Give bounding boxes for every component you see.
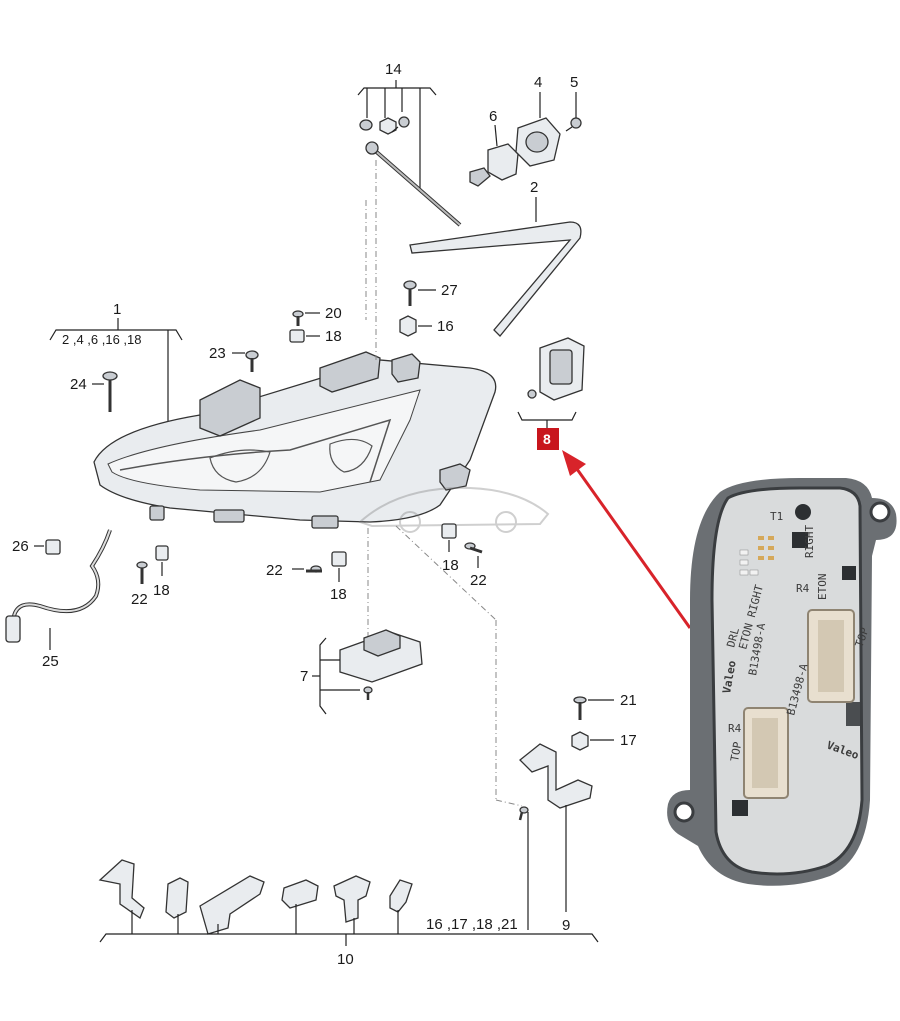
part-18-clip-right: 18 [441,523,459,574]
callout-1-group: 1 2 ,4 ,6 ,16 ,18 [49,301,183,425]
board-text-r4-a: R4 [796,582,810,595]
part-16-nut: 16 [399,315,454,337]
part-22-screw-center: 22 [266,562,322,579]
led-module-photo: T1 RIGHT DRL ETON RIGHT R4 ETON TOP B134… [667,478,897,886]
part-18-clip-top: 18 [289,328,342,345]
callout-20: 20 [325,305,342,322]
callout-16: 16 [437,318,454,335]
part-7-control-module: 7 [300,629,423,715]
board-text-t1: T1 [770,510,783,523]
callout-23: 23 [209,345,226,362]
part-6-actuator: 6 [469,108,519,187]
part-2-trim-strip: 2 [409,179,582,337]
reference-lines [365,160,523,807]
callout-4: 4 [534,74,542,91]
part-9-bracket: 9 [519,743,593,934]
part-5-screw: 5 [565,74,582,132]
callout-24: 24 [70,376,87,393]
callout-2: 2 [530,179,538,196]
callout-17: 17 [620,732,637,749]
callout-18-center: 18 [330,586,347,603]
red-arrow [562,450,692,629]
callout-10-group: 10 16 ,17 ,18 ,21 [99,904,599,968]
board-text-top-b: TOP [728,740,744,762]
callout-21: 21 [620,692,637,709]
callout-22-right: 22 [470,572,487,589]
part-22-screw-right: 22 [464,542,487,589]
callout-22-center: 22 [266,562,283,579]
small-screw-near-9 [518,806,529,930]
part-18-clip-center: 18 [330,551,347,603]
part-26-clip: 26 [12,538,61,555]
fastener-set-14 [359,116,410,135]
callout-18-top: 18 [325,328,342,345]
watermark-logo [358,486,550,533]
part-24-bolt: 24 [70,371,118,412]
callout-14: 14 [385,61,402,78]
callout-22-left: 22 [131,591,148,608]
callout-25: 25 [42,653,59,670]
callout-16-17-18-21: 16 ,17 ,18 ,21 [426,916,518,933]
callout-8-highlight: 8 [537,428,559,450]
callout-27: 27 [441,282,458,299]
callout-7: 7 [300,668,308,685]
callout-26: 26 [12,538,29,555]
board-text-drl: DRL [724,626,742,649]
part-25-sensor-cable: 25 [5,529,112,670]
callout-18-right: 18 [442,557,459,574]
board-text-right: RIGHT [803,525,816,558]
part-1-headlight-housing [93,351,497,529]
board-text-valeo-a: Valeo [720,659,739,694]
callout-18-left: 18 [153,582,170,599]
part-17-nut: 17 [571,731,637,751]
part-27-screw: 27 [403,280,458,306]
callout-9: 9 [562,917,570,934]
part-21-screw: 21 [573,692,637,720]
adjuster-rod [365,141,462,227]
callout-6: 6 [489,108,497,125]
board-text-eton: ETON [816,574,829,601]
part-8-ballast-exploded [517,337,585,428]
part-20-screw: 20 [292,305,342,326]
callout-14-group: 14 [357,61,437,190]
callout-8: 8 [543,431,551,447]
callout-10: 10 [337,951,354,968]
callout-1: 1 [113,301,121,318]
callout-5: 5 [570,74,578,91]
part-22-screw-left: 22 [131,561,148,608]
brackets-row [98,859,413,935]
callout-1-subparts: 2 ,4 ,6 ,16 ,18 [62,332,142,347]
part-23-screw: 23 [209,345,259,372]
board-text-r4-b: R4 [728,722,742,735]
part-4-cover-cap: 4 [515,74,561,167]
part-18-clip-left: 18 [153,545,170,599]
